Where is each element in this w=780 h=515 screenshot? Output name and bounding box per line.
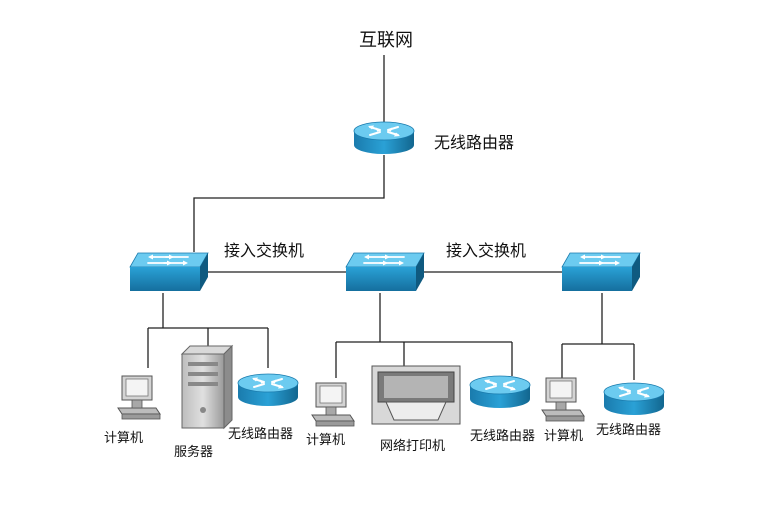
router-1-label: 无线路由器: [228, 426, 293, 442]
internet-label: 互联网: [359, 30, 413, 51]
computer-3-icon: [541, 377, 585, 422]
computer-1-label: 计算机: [104, 431, 143, 446]
router-1-icon: [237, 373, 299, 407]
main-router-label: 无线路由器: [434, 133, 514, 152]
printer-icon: [371, 365, 461, 425]
switch-right-icon: [561, 252, 641, 292]
computer-1-icon: [117, 375, 161, 420]
computer-3-label: 计算机: [544, 429, 583, 444]
router-2-label: 无线路由器: [470, 428, 535, 444]
switch-mid-icon: [345, 252, 425, 292]
server-icon: [180, 344, 234, 430]
router-3-label: 无线路由器: [596, 422, 661, 438]
switch-left-label: 接入交换机: [224, 241, 304, 260]
router-3-icon: [603, 382, 665, 416]
connection-lines: [147, 55, 635, 380]
router-2-icon: [469, 375, 531, 409]
switch-left-icon: [129, 252, 209, 292]
printer-label: 网络打印机: [380, 438, 445, 454]
main-router-icon: [353, 121, 415, 155]
computer-2-icon: [311, 382, 355, 427]
computer-2-label: 计算机: [306, 433, 345, 448]
switch-mid-label: 接入交换机: [446, 241, 526, 260]
server-label: 服务器: [174, 444, 213, 460]
